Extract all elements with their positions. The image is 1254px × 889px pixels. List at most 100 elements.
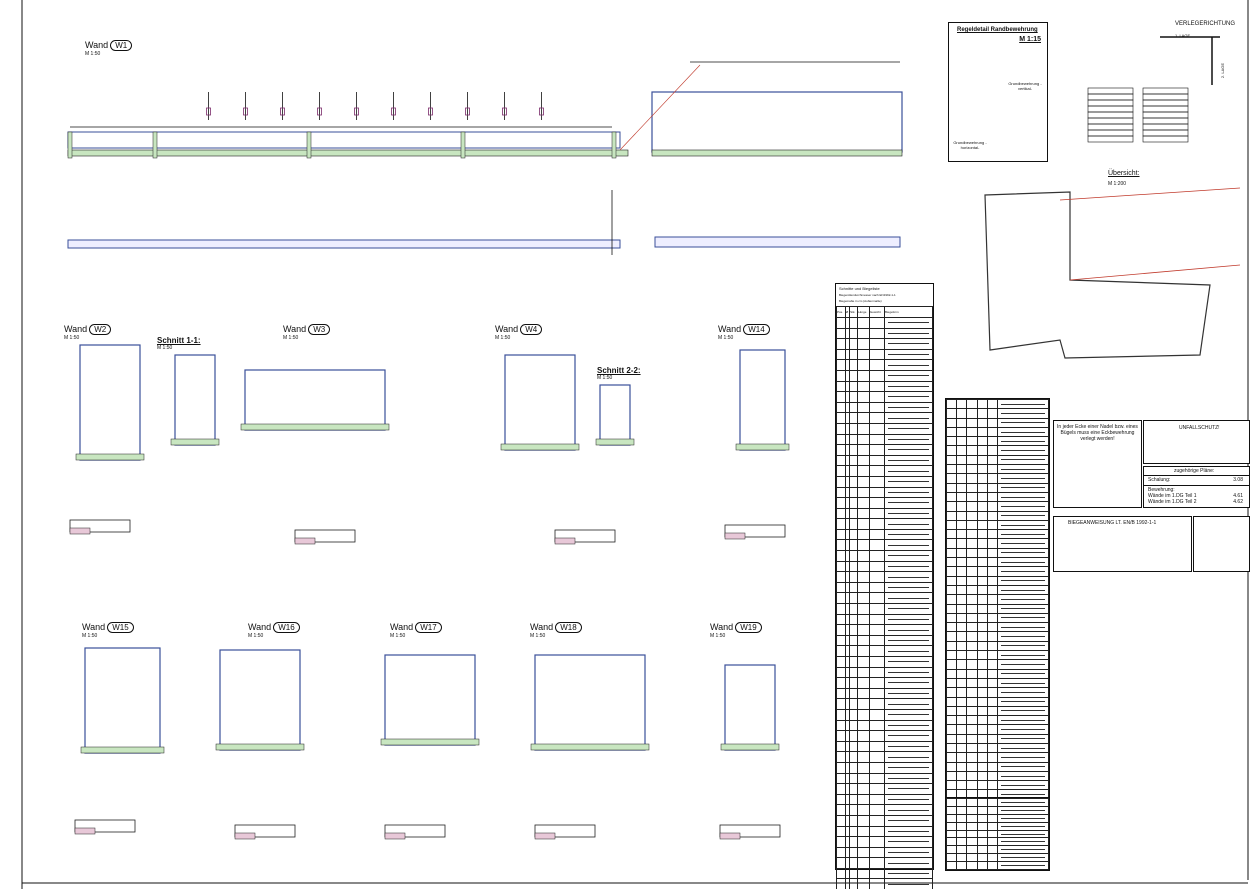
wall-w1-column (152, 131, 158, 159)
small-table-row (1087, 99, 1134, 107)
table-row (836, 634, 933, 647)
position-tag (317, 107, 322, 116)
section-detail (74, 819, 136, 833)
schedule-table-2 (945, 398, 1049, 810)
table-row (836, 814, 933, 827)
schedule-table-3 (945, 798, 1049, 871)
table-row (836, 677, 933, 689)
table-row (836, 422, 933, 435)
table-row (836, 380, 933, 393)
table-row (945, 622, 1049, 633)
small-table-row (1087, 135, 1134, 143)
table-row (836, 507, 933, 520)
plan-value: 4.62 (1233, 499, 1243, 505)
section-detail (294, 529, 356, 543)
table-row (945, 805, 1049, 815)
position-tag (391, 107, 396, 116)
section-detail-fill (724, 532, 746, 540)
table-row (836, 454, 933, 467)
plan-value: 4.61 (1233, 493, 1243, 499)
small-table-row (1087, 111, 1134, 119)
table-row (836, 698, 933, 710)
position-tag (243, 107, 248, 116)
wall-w1-slab (67, 149, 629, 157)
table-row (945, 538, 1049, 549)
table-row (836, 804, 933, 816)
table-row (945, 640, 1049, 652)
wall-w1-column (611, 131, 617, 159)
table-row (836, 359, 933, 371)
section-detail-fill (69, 527, 91, 535)
overview-red-line (1069, 264, 1241, 281)
wall-w1-column (306, 131, 312, 159)
table-row (836, 793, 933, 806)
small-table-row (1087, 87, 1134, 95)
table-row (836, 846, 933, 859)
schedule-header: Pos. (836, 306, 846, 318)
table-row (836, 327, 933, 340)
table-row (945, 752, 1049, 763)
table-row (836, 369, 933, 382)
table-row (945, 575, 1049, 586)
table-row (945, 631, 1049, 642)
schedule-header: Biegeform (884, 306, 933, 318)
table-row (945, 696, 1049, 707)
table-row (836, 857, 933, 869)
bending-notes-box (1193, 516, 1250, 572)
table-row (945, 445, 1049, 456)
wall-right-slab (651, 149, 903, 157)
wall-slab (215, 743, 305, 751)
bar-schedule-2 (945, 398, 1050, 810)
position-tag (465, 107, 470, 116)
section-detail-fill (234, 832, 256, 840)
wall-drawing (79, 344, 141, 461)
table-row (945, 724, 1049, 735)
wall-elevation-right (651, 91, 903, 153)
wall-slab (500, 443, 580, 451)
table-row (836, 401, 933, 414)
laying-direction-title: VERLEGERICHTUNG (1175, 21, 1236, 27)
table-row (836, 613, 933, 626)
plan-label: Bewehrung: (1148, 487, 1175, 493)
table-row (945, 491, 1049, 503)
table-row (945, 510, 1049, 521)
wall-drawing (724, 664, 776, 751)
table-row (945, 408, 1049, 419)
table-row (945, 845, 1049, 855)
overview-scale: M 1:200 (1108, 181, 1127, 187)
section-1-1-label: Schnitt 1-1:M 1:50 (157, 336, 201, 351)
plan-label: Schalung: (1148, 477, 1171, 483)
wall-slab (720, 743, 780, 751)
overview-title: Übersicht: (1108, 170, 1140, 177)
section-detail-fill (294, 537, 316, 545)
table-row (945, 780, 1049, 791)
table-row (836, 645, 933, 657)
table-row (945, 603, 1049, 614)
small-table-row (1087, 123, 1134, 131)
section-detail-fill (534, 832, 556, 840)
section-detail-fill (384, 832, 406, 840)
position-tag (354, 107, 359, 116)
section-detail (534, 824, 596, 838)
table-row (945, 761, 1049, 772)
table-row (836, 338, 933, 350)
section-detail (724, 524, 786, 538)
small-table-row (1142, 111, 1189, 119)
table-row (945, 436, 1049, 447)
table-row (836, 560, 933, 573)
table-row (945, 584, 1049, 596)
small-table-row (1087, 129, 1134, 137)
small-table-row (1142, 93, 1189, 101)
wall-w1-plan (67, 239, 621, 249)
wall-slab (80, 746, 165, 754)
table-row (945, 821, 1049, 831)
table-row (945, 649, 1049, 661)
wall-slab (595, 438, 635, 446)
table-row (836, 550, 933, 562)
wall-slab (530, 743, 650, 751)
